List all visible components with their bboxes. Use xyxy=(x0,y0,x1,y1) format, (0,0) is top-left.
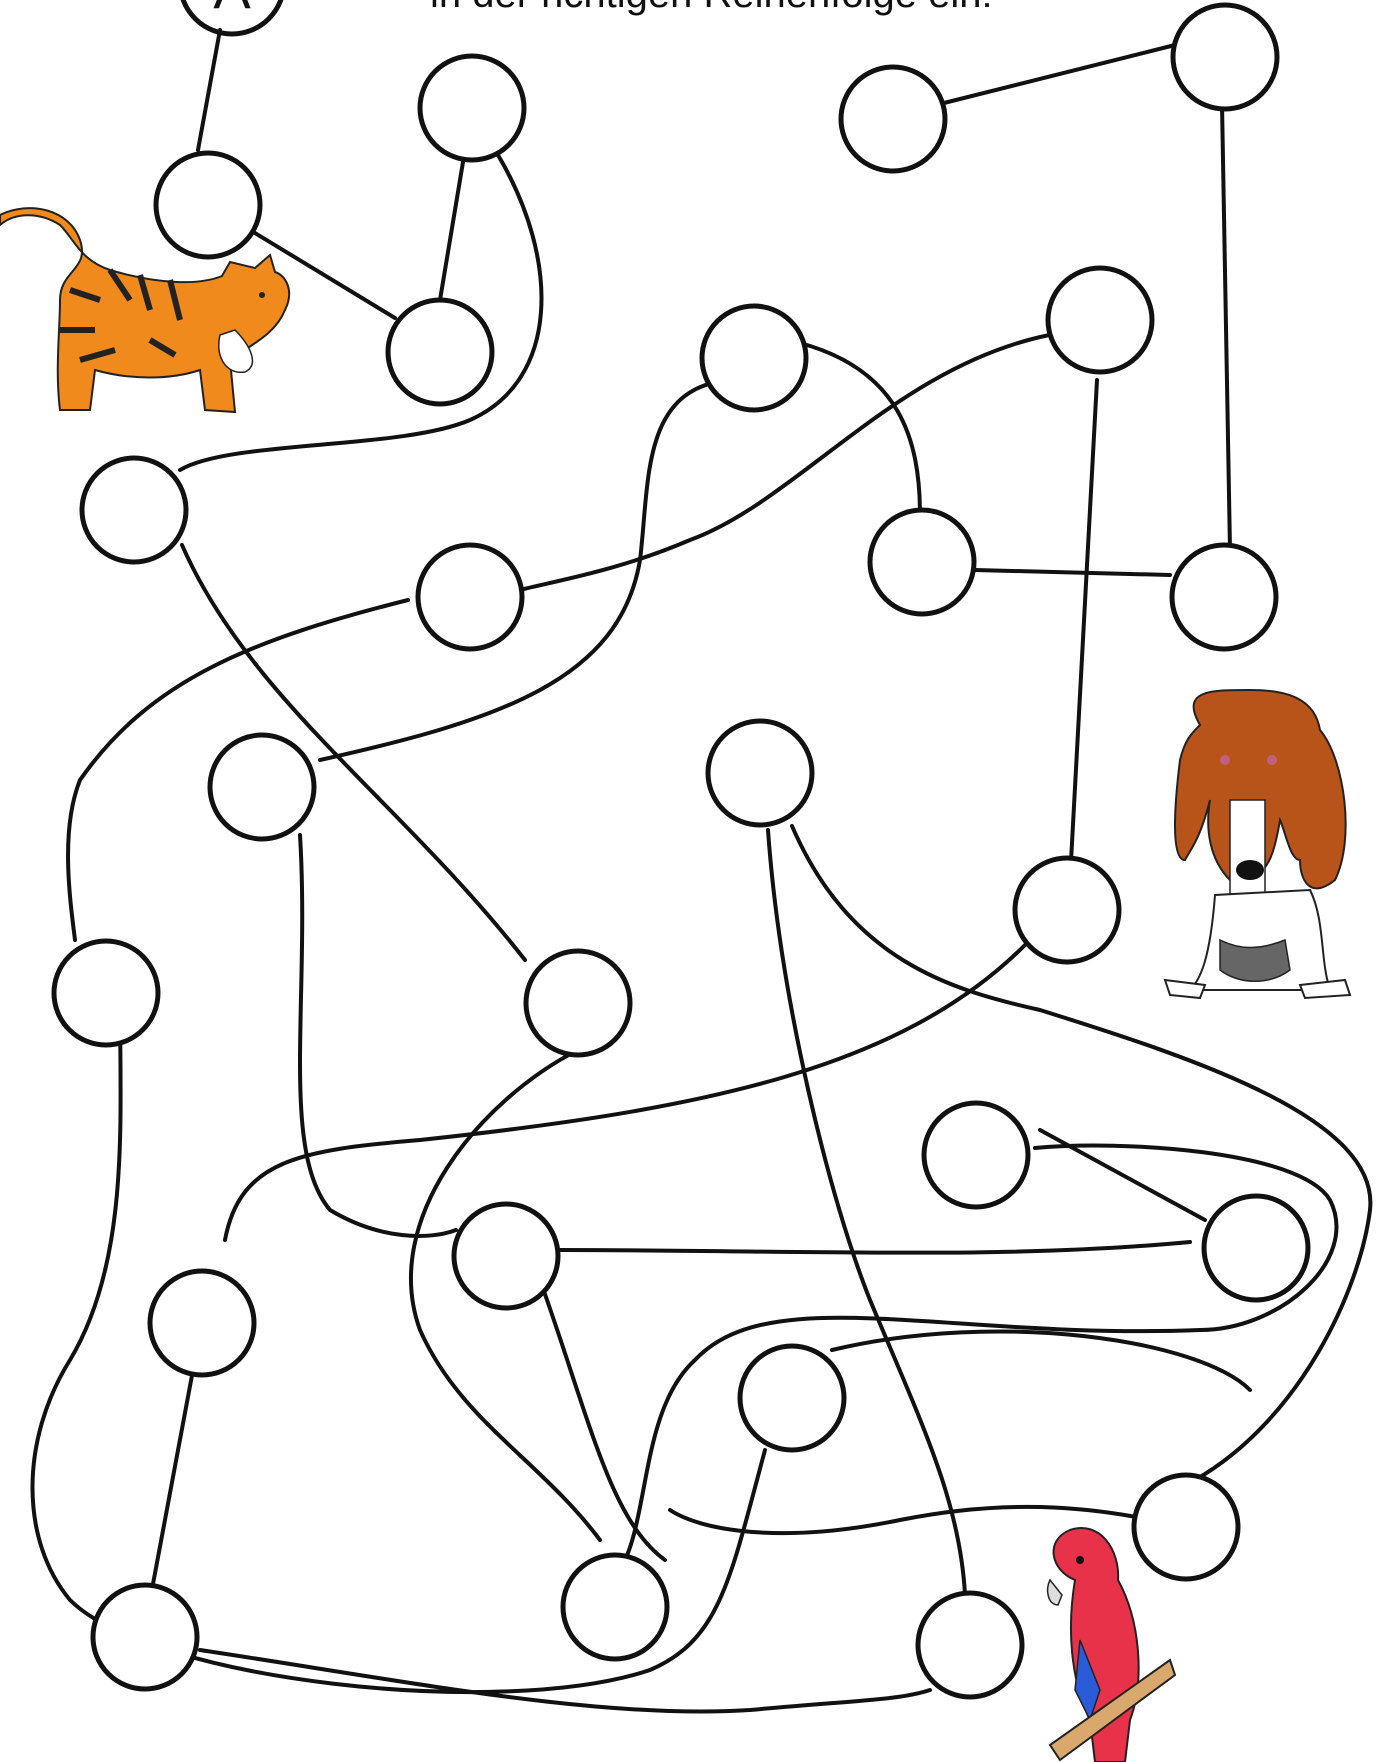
maze-node[interactable] xyxy=(740,1346,844,1450)
maze-node[interactable] xyxy=(156,153,260,257)
maze-node[interactable] xyxy=(870,510,974,614)
maze-node[interactable] xyxy=(420,56,524,160)
maze-node[interactable] xyxy=(82,458,186,562)
maze-node[interactable] xyxy=(526,951,630,1055)
maze-node[interactable] xyxy=(1172,545,1276,649)
maze-node[interactable] xyxy=(1048,268,1152,372)
maze-node[interactable] xyxy=(1204,1196,1308,1300)
maze-node[interactable] xyxy=(841,67,945,171)
maze-node[interactable] xyxy=(1173,5,1277,109)
start-node[interactable]: A xyxy=(180,0,284,34)
maze-node[interactable] xyxy=(563,1555,667,1659)
maze-node[interactable] xyxy=(150,1271,254,1375)
maze-node[interactable] xyxy=(1015,858,1119,962)
maze-node[interactable] xyxy=(918,1593,1022,1697)
basset-hound-icon xyxy=(1165,690,1350,998)
maze-node[interactable] xyxy=(1134,1475,1238,1579)
maze-node[interactable] xyxy=(454,1204,558,1308)
maze-node[interactable] xyxy=(388,300,492,404)
maze-node[interactable] xyxy=(702,306,806,410)
maze-node[interactable] xyxy=(210,735,314,839)
maze-nodes xyxy=(54,5,1308,1697)
maze-node[interactable] xyxy=(708,721,812,825)
start-label: A xyxy=(213,0,251,20)
maze-node[interactable] xyxy=(54,941,158,1045)
maze-node[interactable] xyxy=(924,1103,1028,1207)
maze-node[interactable] xyxy=(93,1585,197,1689)
maze-node[interactable] xyxy=(418,545,522,649)
